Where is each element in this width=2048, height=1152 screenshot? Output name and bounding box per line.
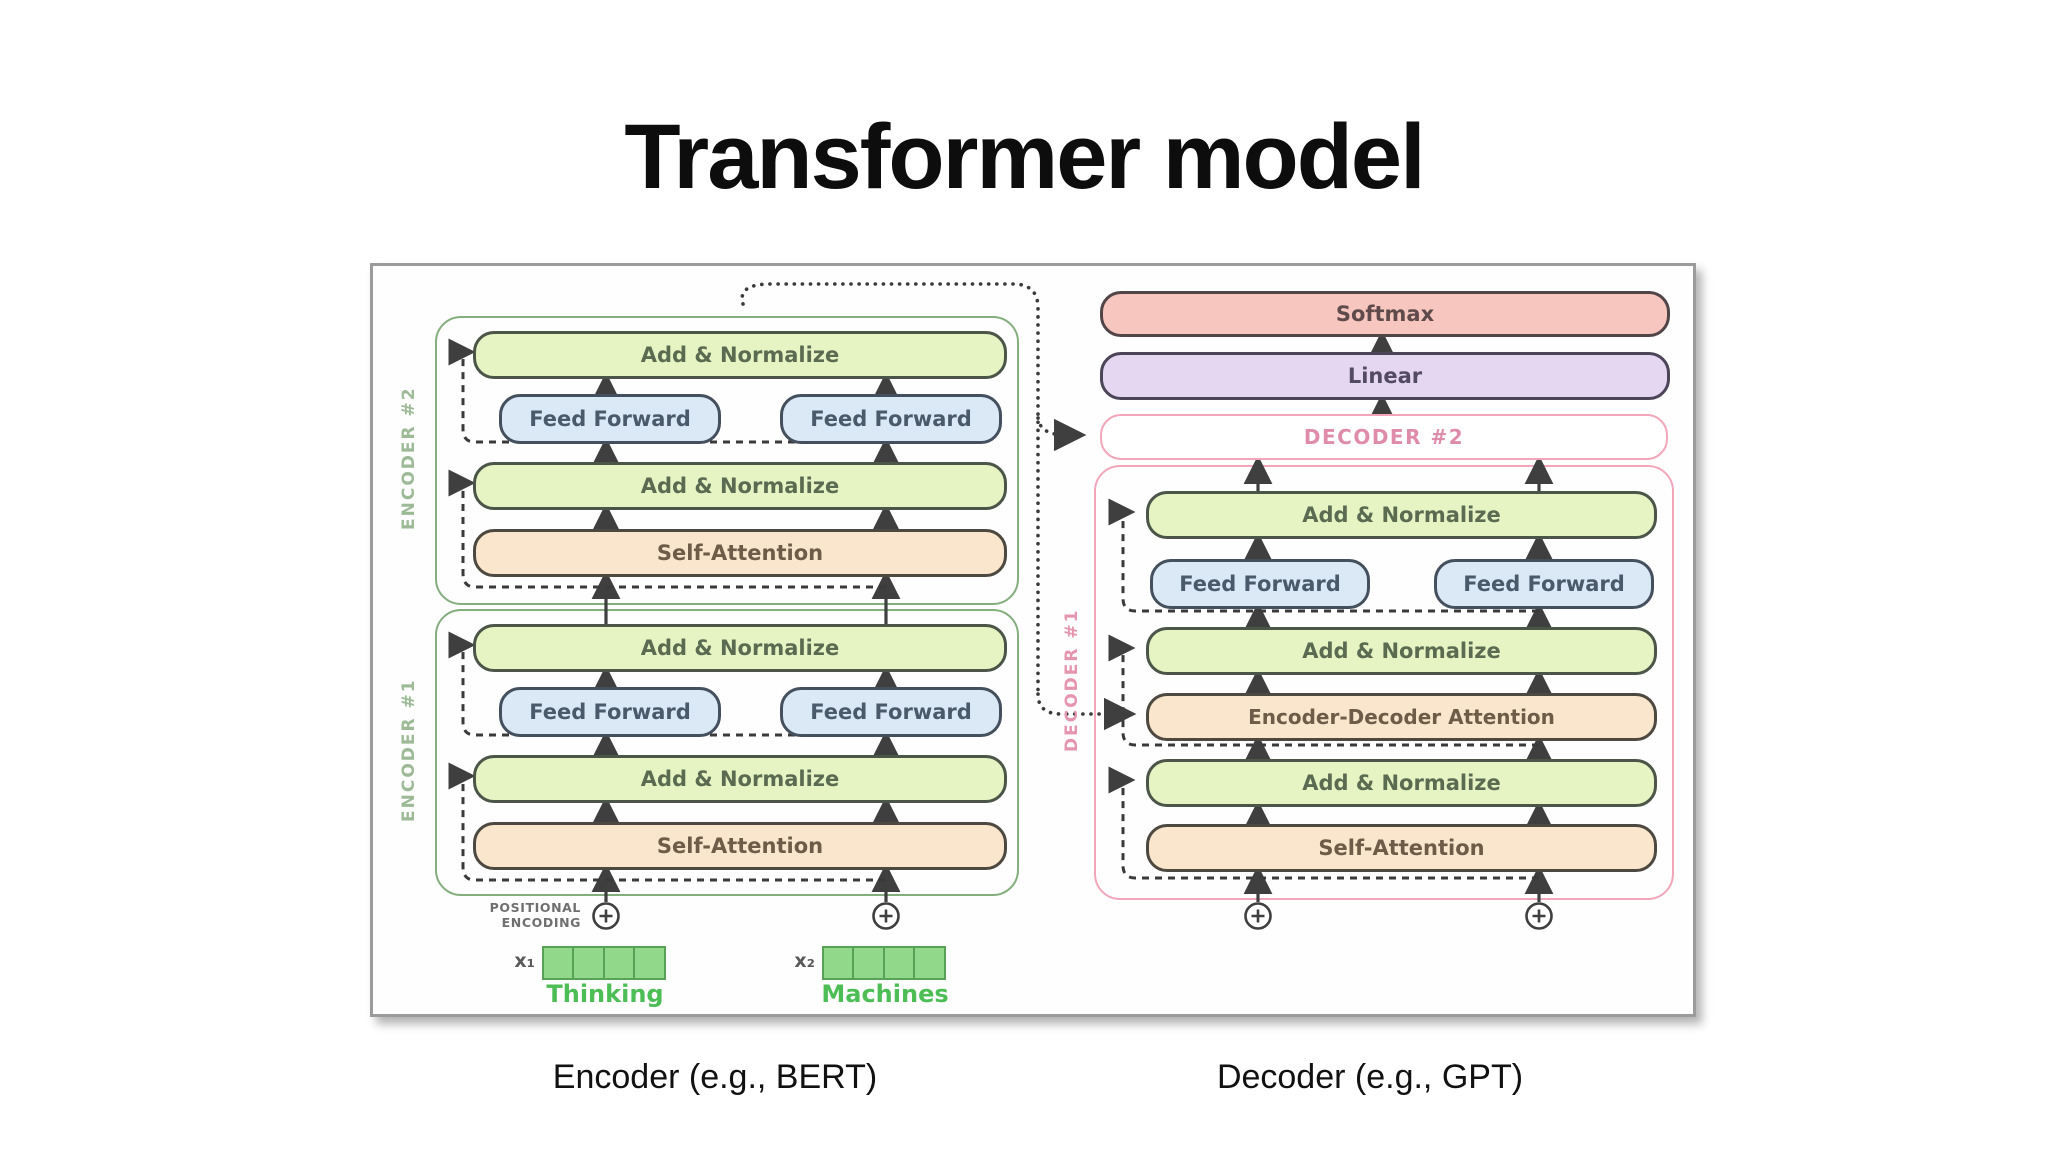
- embedding-cell: [633, 946, 666, 980]
- embedding-cell: [572, 946, 605, 980]
- box-self-attention: Self-Attention: [473, 529, 1007, 577]
- box-add-normalize: Add & Normalize: [473, 331, 1007, 379]
- box-self-attention: Self-Attention: [1146, 824, 1657, 872]
- box-softmax: Softmax: [1100, 291, 1670, 337]
- box-add-normalize: Add & Normalize: [473, 624, 1007, 672]
- embedding-vector-x1: [541, 946, 666, 980]
- box-encoder-decoder-attention: Encoder-Decoder Attention: [1146, 693, 1657, 741]
- page-title: Transformer model: [624, 106, 1425, 208]
- positional-encoding-label: POSITIONAL ENCODING: [489, 900, 581, 930]
- embedding-vector-x2: [821, 946, 946, 980]
- box-self-attention: Self-Attention: [473, 822, 1007, 870]
- decoder1-block: [1094, 465, 1674, 900]
- box-feed-forward: Feed Forward: [1150, 559, 1370, 609]
- encoder1-block: [435, 609, 1019, 896]
- box-feed-forward: Feed Forward: [1434, 559, 1654, 609]
- box-feed-forward: Feed Forward: [780, 687, 1002, 737]
- x1-label: x₁: [514, 950, 535, 972]
- box-linear: Linear: [1100, 352, 1670, 400]
- box-feed-forward: Feed Forward: [499, 687, 721, 737]
- box-decoder2: DECODER #2: [1100, 414, 1668, 460]
- box-add-normalize: Add & Normalize: [473, 462, 1007, 510]
- embedding-cell: [541, 946, 575, 980]
- encoder1-label: ENCODER #1: [399, 678, 419, 823]
- box-add-normalize: Add & Normalize: [1146, 491, 1657, 539]
- box-feed-forward: Feed Forward: [499, 394, 721, 444]
- input-word-thinking: Thinking: [546, 980, 664, 1008]
- embedding-cell: [602, 946, 636, 980]
- box-add-normalize: Add & Normalize: [1146, 759, 1657, 807]
- embedding-cell: [882, 946, 916, 980]
- embedding-cell: [852, 946, 885, 980]
- input-word-machines: Machines: [821, 980, 949, 1008]
- caption-encoder: Encoder (e.g., BERT): [552, 1058, 878, 1096]
- x2-label: x₂: [794, 950, 815, 972]
- embedding-cell: [821, 946, 855, 980]
- decoder1-label: DECODER #1: [1062, 608, 1082, 753]
- caption-decoder: Decoder (e.g., GPT): [1216, 1058, 1524, 1096]
- embedding-cell: [913, 946, 946, 980]
- box-add-normalize: Add & Normalize: [473, 755, 1007, 803]
- box-add-normalize: Add & Normalize: [1146, 627, 1657, 675]
- box-feed-forward: Feed Forward: [780, 394, 1002, 444]
- diagram-panel: ENCODER #2 ENCODER #1 DECODER #1: [370, 263, 1696, 1017]
- encoder2-label: ENCODER #2: [399, 386, 419, 531]
